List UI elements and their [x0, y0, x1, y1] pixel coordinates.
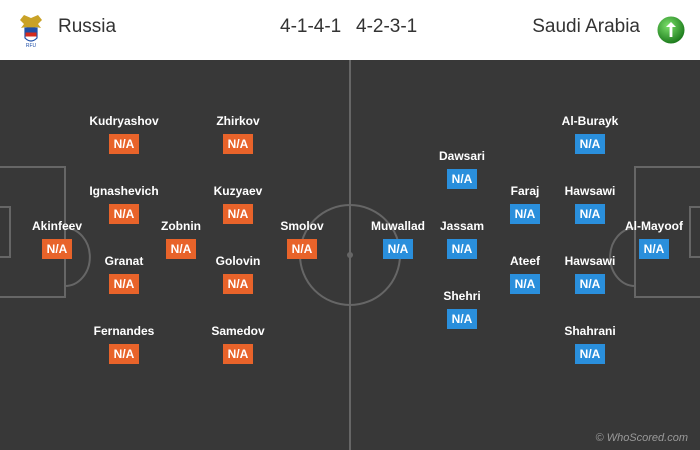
- player-rating-badge: N/A: [575, 344, 605, 364]
- away-team-name: Saudi Arabia: [532, 16, 640, 37]
- player-name: Shehri: [443, 289, 481, 303]
- player-name: Faraj: [510, 184, 540, 198]
- player-rating-badge: N/A: [287, 239, 317, 259]
- player-name: Al-Burayk: [561, 114, 619, 128]
- player-rating-badge: N/A: [447, 239, 477, 259]
- player-name: Akinfeev: [31, 219, 83, 233]
- player-name: Jassam: [439, 219, 485, 233]
- player-name: Samedov: [211, 324, 265, 338]
- player-rating-badge: N/A: [223, 204, 253, 224]
- russia-crest-icon: RFU: [20, 15, 42, 48]
- player-rating-badge: N/A: [639, 239, 669, 259]
- player-rating-badge: N/A: [223, 274, 253, 294]
- player-rating-badge: N/A: [383, 239, 413, 259]
- player-name: Zhirkov: [216, 114, 260, 128]
- player-rating-badge: N/A: [510, 274, 540, 294]
- player-name: Ateef: [509, 254, 540, 268]
- player-rating-badge: N/A: [109, 274, 139, 294]
- player-rating-badge: N/A: [109, 204, 139, 224]
- player-rating-badge: N/A: [575, 134, 605, 154]
- player-name: Dawsari: [438, 149, 486, 163]
- player-rating-badge: N/A: [109, 344, 139, 364]
- player-name: Hawsawi: [564, 254, 616, 268]
- player-name: Muwallad: [370, 219, 425, 233]
- player-rating-badge: N/A: [447, 169, 477, 189]
- home-team-name: Russia: [58, 16, 117, 37]
- svg-text:RFU: RFU: [26, 43, 37, 48]
- player-rating-badge: N/A: [447, 309, 477, 329]
- player-rating-badge: N/A: [510, 204, 540, 224]
- player-name: Smolov: [280, 219, 324, 233]
- player-rating-badge: N/A: [575, 274, 605, 294]
- match-header: RFU Russia 4-1-4-1 4-2-3-1 Saudi Arabia: [0, 0, 700, 60]
- player-rating-badge: N/A: [166, 239, 196, 259]
- player-name: Shahrani: [564, 324, 616, 338]
- player-rating-badge: N/A: [42, 239, 72, 259]
- player-name: Al-Mayoof: [625, 219, 683, 233]
- home-formation: 4-1-4-1: [280, 16, 342, 37]
- whoscored-watermark: © WhoScored.com: [595, 432, 688, 444]
- player-rating-badge: N/A: [575, 204, 605, 224]
- player-name: Ignashevich: [89, 184, 159, 198]
- player-name: Zobnin: [161, 219, 201, 233]
- player-name: Hawsawi: [564, 184, 616, 198]
- player-rating-badge: N/A: [223, 344, 253, 364]
- player-name: Fernandes: [93, 324, 155, 338]
- player-rating-badge: N/A: [223, 134, 253, 154]
- player-rating-badge: N/A: [109, 134, 139, 154]
- saudi-arabia-badge-icon: [656, 15, 686, 45]
- player-name: Kudryashov: [89, 114, 159, 128]
- player-name: Granat: [104, 254, 144, 268]
- player-name: Kuzyaev: [213, 184, 263, 198]
- away-formation: 4-2-3-1: [356, 16, 418, 37]
- player-name: Golovin: [215, 254, 261, 268]
